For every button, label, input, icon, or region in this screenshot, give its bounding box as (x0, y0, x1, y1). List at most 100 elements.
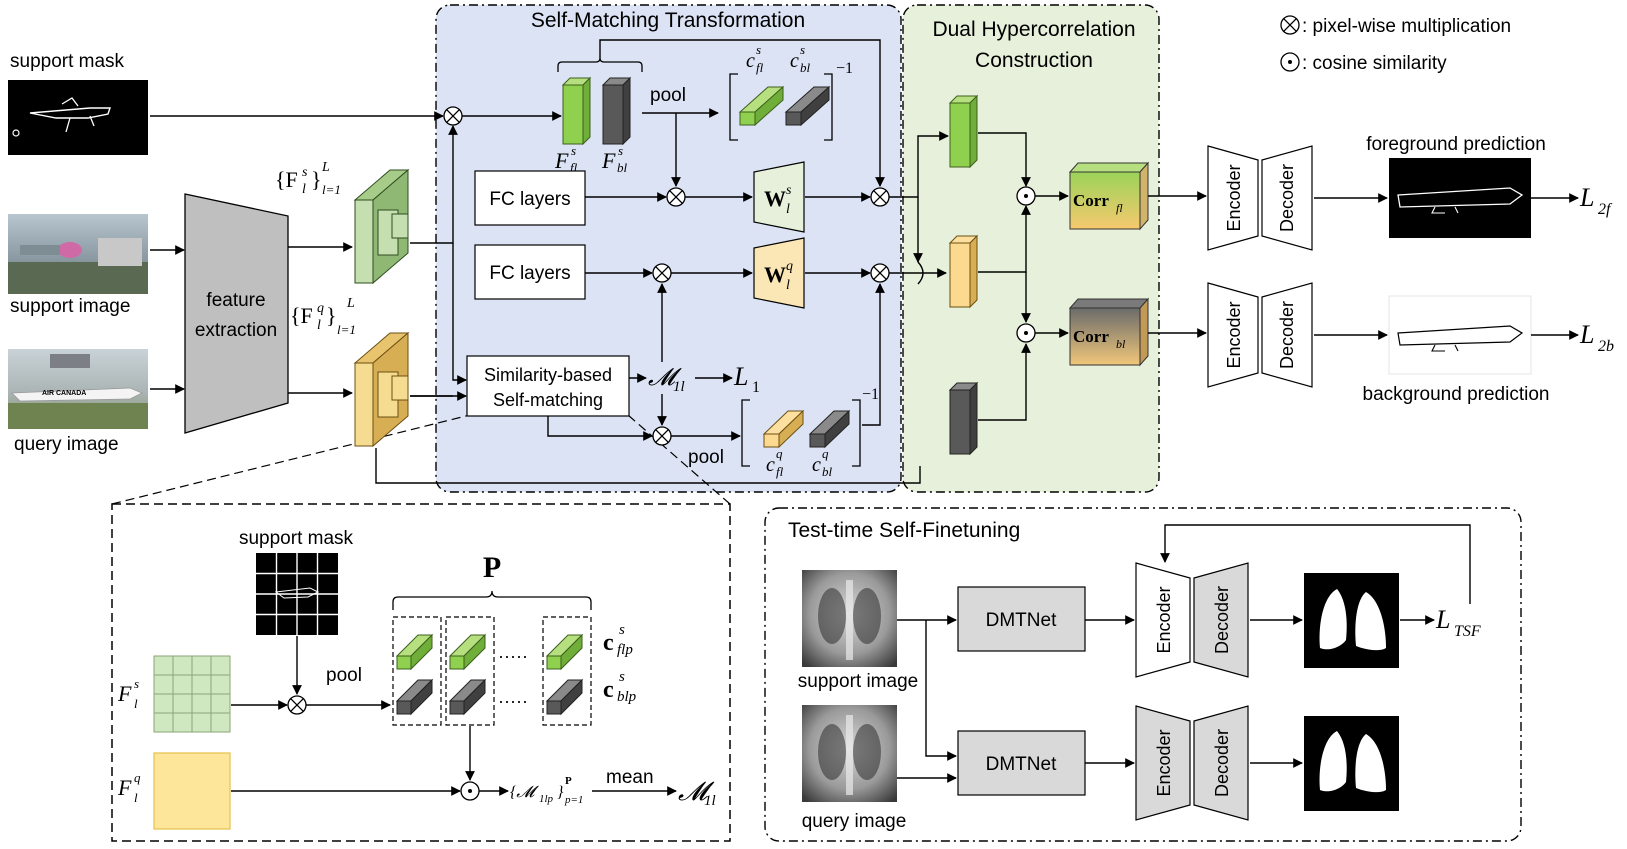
svg-text:s: s (800, 42, 805, 57)
ws-weight (753, 161, 805, 233)
svg-text:l=1: l=1 (337, 322, 356, 337)
svg-text:c: c (766, 454, 775, 476)
fbl-block (601, 76, 632, 146)
svg-text:c: c (603, 630, 614, 656)
svg-text:{F: {F (290, 303, 313, 328)
corr-fl-cube (1068, 161, 1150, 231)
svg-text:l: l (134, 790, 138, 805)
svg-text:q: q (822, 446, 829, 461)
svg-text:c: c (790, 50, 799, 72)
svg-text:l: l (302, 182, 306, 197)
detail-group-2 (445, 616, 495, 726)
detail-cos-node-dot (468, 789, 472, 793)
line-brace-to-ws-mult (599, 39, 885, 187)
svg-text:flp: flp (617, 642, 633, 658)
decoder-bg: Decoder (1261, 282, 1313, 388)
encoder-fg: Encoder (1207, 145, 1259, 251)
sim-self-matching-box (466, 355, 630, 417)
cq-bracket-left (741, 399, 750, 467)
query-mult-node-cross (655, 429, 669, 443)
dmtnet-1-label: DMTNet (986, 610, 1057, 631)
svg-text:F: F (601, 148, 616, 173)
svg-text:W: W (764, 186, 786, 211)
svg-text:1: 1 (752, 379, 760, 396)
support-mask-label: support mask (10, 51, 125, 72)
smt-title: Self-Matching Transformation (531, 9, 805, 32)
svg-text:s: s (619, 622, 625, 638)
fc2-mult-node-cross (655, 266, 669, 280)
cfl-q-label: c q fl (766, 446, 784, 479)
fc-layers-1 (474, 170, 586, 226)
svg-text:s: s (619, 669, 625, 685)
query-feature-label: {F q l } L l=1 (290, 296, 356, 337)
line-tsf-feedback (1160, 524, 1471, 604)
svg-text:2b: 2b (1598, 338, 1614, 355)
query-feature-stack (353, 331, 410, 448)
feature-extraction-label-1: feature (206, 290, 265, 311)
dhc-title-line1: Dual Hypercorrelation (932, 18, 1135, 41)
cbl-s-label: c s bl (790, 42, 811, 75)
cfl-s-prototype (738, 85, 785, 127)
svg-text:fl: fl (756, 60, 764, 75)
pool-top-label: pool (650, 85, 686, 106)
svg-text:q: q (776, 446, 783, 461)
svg-text:bl: bl (800, 60, 811, 75)
query-image: AIR CANADA (8, 349, 148, 429)
svg-text:{𝓜: {𝓜 (510, 784, 539, 801)
detail-support-mask-grid (256, 553, 338, 635)
svg-text:Encoder: Encoder (1224, 301, 1244, 368)
wq-label: W q l (764, 259, 793, 293)
detail-mset-label: {𝓜 1lp } P p=1 (510, 775, 583, 806)
svg-text:F: F (117, 775, 132, 800)
line-tsf-support-down (925, 620, 957, 761)
svg-text:Encoder: Encoder (1224, 164, 1244, 231)
pool-bottom-label: pool (688, 447, 724, 468)
support-feature-label: {F s l } L l=1 (275, 160, 341, 197)
svg-text:l: l (786, 278, 790, 293)
tsf-encoder-1: Encoder (1135, 562, 1191, 678)
tsf-query-image-label: query image (802, 811, 907, 832)
line-sim-to-mult-bottom (547, 416, 653, 441)
cos-node-fg-dot (1024, 194, 1028, 198)
svg-text:p=1: p=1 (564, 794, 583, 806)
foreground-prediction-image (1389, 158, 1531, 238)
cs-bracket-right (824, 73, 833, 141)
svg-text:TSF: TSF (1454, 623, 1481, 640)
line-support-feat-to-sim (452, 243, 467, 385)
fbl-label: F s bl (601, 143, 628, 175)
svg-text:s: s (786, 183, 792, 198)
dhc-gray-block (948, 381, 979, 456)
support-feature-stack (353, 168, 410, 285)
detail-group-1 (392, 616, 442, 726)
background-prediction-image (1388, 295, 1532, 375)
feature-extraction-label-2: extraction (195, 320, 277, 341)
detail-mean-label: mean (606, 767, 654, 788)
svg-text:s: s (571, 143, 576, 158)
detail-P-brace (392, 590, 592, 610)
legend-mult-cross (1283, 18, 1297, 32)
line-cq-to-wq-mult (862, 283, 885, 426)
svg-text:}: } (326, 303, 337, 328)
detail-group-1-gray (395, 678, 434, 716)
zoom-line-right (627, 414, 731, 505)
svg-text:fl: fl (776, 464, 784, 479)
tsf-query-xray (802, 705, 897, 802)
svg-text:L: L (346, 296, 355, 311)
corr-fl-label: Corr fl (1073, 191, 1123, 215)
svg-text:W: W (764, 262, 786, 287)
wq-mult-node-cross (873, 266, 887, 280)
ffl-label: F s fl (554, 143, 578, 175)
detail-group-3-gray (545, 678, 584, 716)
cbl-q-label: c q bl (812, 446, 833, 479)
support-image-label: support image (10, 296, 130, 317)
detail-fq-label: F q l (117, 770, 141, 805)
svg-text:s: s (302, 165, 308, 180)
svg-text:q: q (134, 770, 141, 785)
svg-text:L: L (1579, 320, 1594, 349)
cs-bracket-left (729, 73, 738, 141)
tsf-loss: L TSF (1435, 605, 1481, 640)
tsf-support-image-label: support image (798, 671, 918, 692)
detail-dots-top: ····· (498, 646, 528, 666)
svg-text:q: q (317, 301, 324, 316)
detail-mult-node-cross (290, 698, 304, 712)
